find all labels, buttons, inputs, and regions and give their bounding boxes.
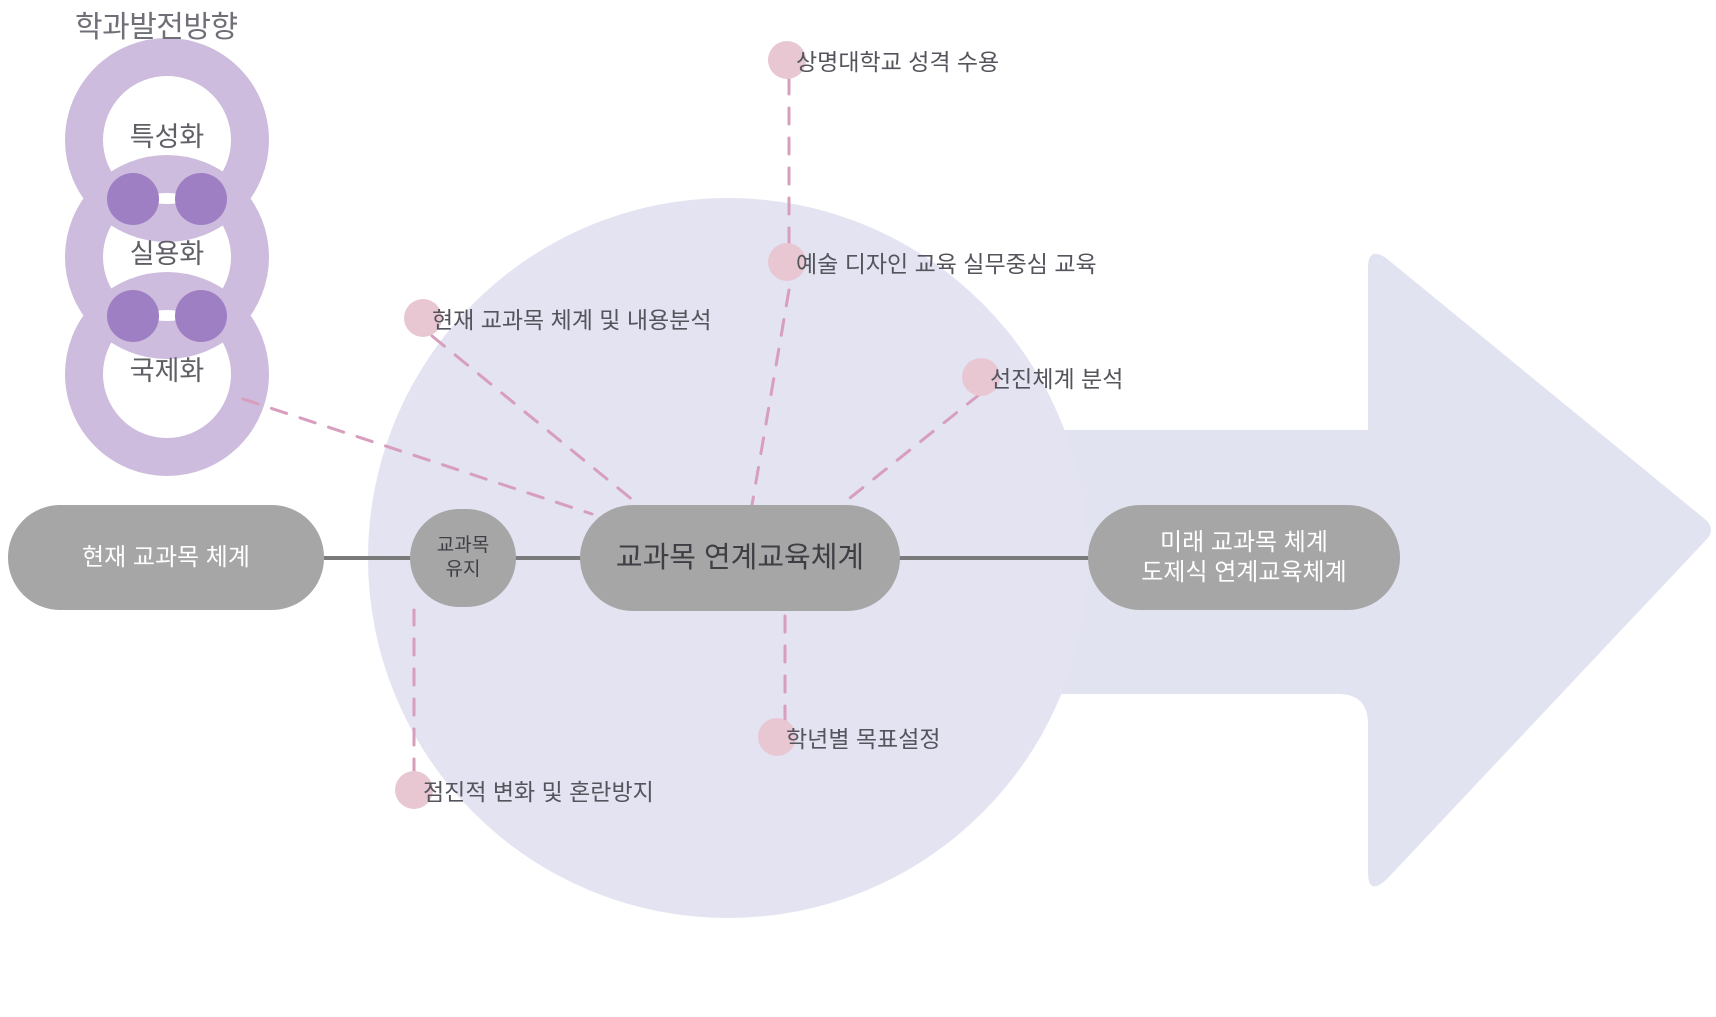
- annotation-dot-icon: [768, 41, 806, 79]
- annotation-label: 현재 교과목 체계 및 내용분석: [432, 307, 712, 333]
- flow-box-label: 교과목 연계교육체계: [615, 541, 865, 574]
- flow-box-label-line-2: 도제식 연계교육체계: [1141, 558, 1347, 586]
- annotation-dot-icon: [962, 358, 1000, 396]
- annotation-label: 점진적 변화 및 혼란방지: [423, 779, 654, 805]
- chain-item-label-practicality: 실용화: [129, 239, 205, 269]
- annotation-dot-icon: [768, 243, 806, 281]
- annotation-dot-icon: [758, 718, 796, 756]
- annotation-sangmyung-character: 상명대학교 성격 수용: [768, 41, 999, 79]
- flow-box-future-curriculum: 미래 교과목 체계 도제식 연계교육체계: [1088, 505, 1400, 610]
- annotation-dot-icon: [404, 299, 442, 337]
- annotation-art-design-practical: 예술 디자인 교육 실무중심 교육: [768, 243, 1097, 281]
- annotation-dot-icon: [395, 771, 433, 809]
- annotation-label: 선진체계 분석: [990, 366, 1124, 392]
- annotation-leader-lines: [241, 76, 982, 777]
- annotation-label: 학년별 목표설정: [786, 726, 941, 752]
- chain-item-label-specialization: 특성화: [129, 122, 205, 152]
- flow-box-label-group: 미래 교과목 체계 도제식 연계교육체계: [1141, 528, 1346, 588]
- annotation-advanced-system-analysis: 선진체계 분석: [962, 358, 1123, 396]
- annotation-grade-level-goals: 학년별 목표설정: [758, 718, 941, 756]
- flow-box-label-group: 교과목 유지: [437, 534, 489, 582]
- annotation-label: 예술 디자인 교육 실무중심 교육: [796, 251, 1097, 277]
- flow-box-curriculum-maintain: 교과목 유지: [410, 509, 516, 607]
- flow-box-label-line-1: 교과목: [436, 535, 490, 557]
- annotation-current-curriculum-analysis: 현재 교과목 체계 및 내용분석: [404, 299, 711, 337]
- annotation-label: 상명대학교 성격 수용: [796, 49, 1000, 75]
- chain-item-label-globalization: 국제화: [129, 356, 205, 386]
- flow-box-label-line-1: 미래 교과목 체계: [1160, 528, 1328, 556]
- flow-box-current-curriculum: 현재 교과목 체계: [8, 505, 324, 610]
- page-title: 학과발전방향: [75, 11, 238, 44]
- annotation-gradual-change: 점진적 변화 및 혼란방지: [395, 771, 654, 809]
- flow-box-label-line-2: 유지: [445, 559, 481, 580]
- flow-box-label: 현재 교과목 체계: [82, 543, 250, 571]
- flow-box-linked-education-system: 교과목 연계교육체계: [580, 505, 900, 611]
